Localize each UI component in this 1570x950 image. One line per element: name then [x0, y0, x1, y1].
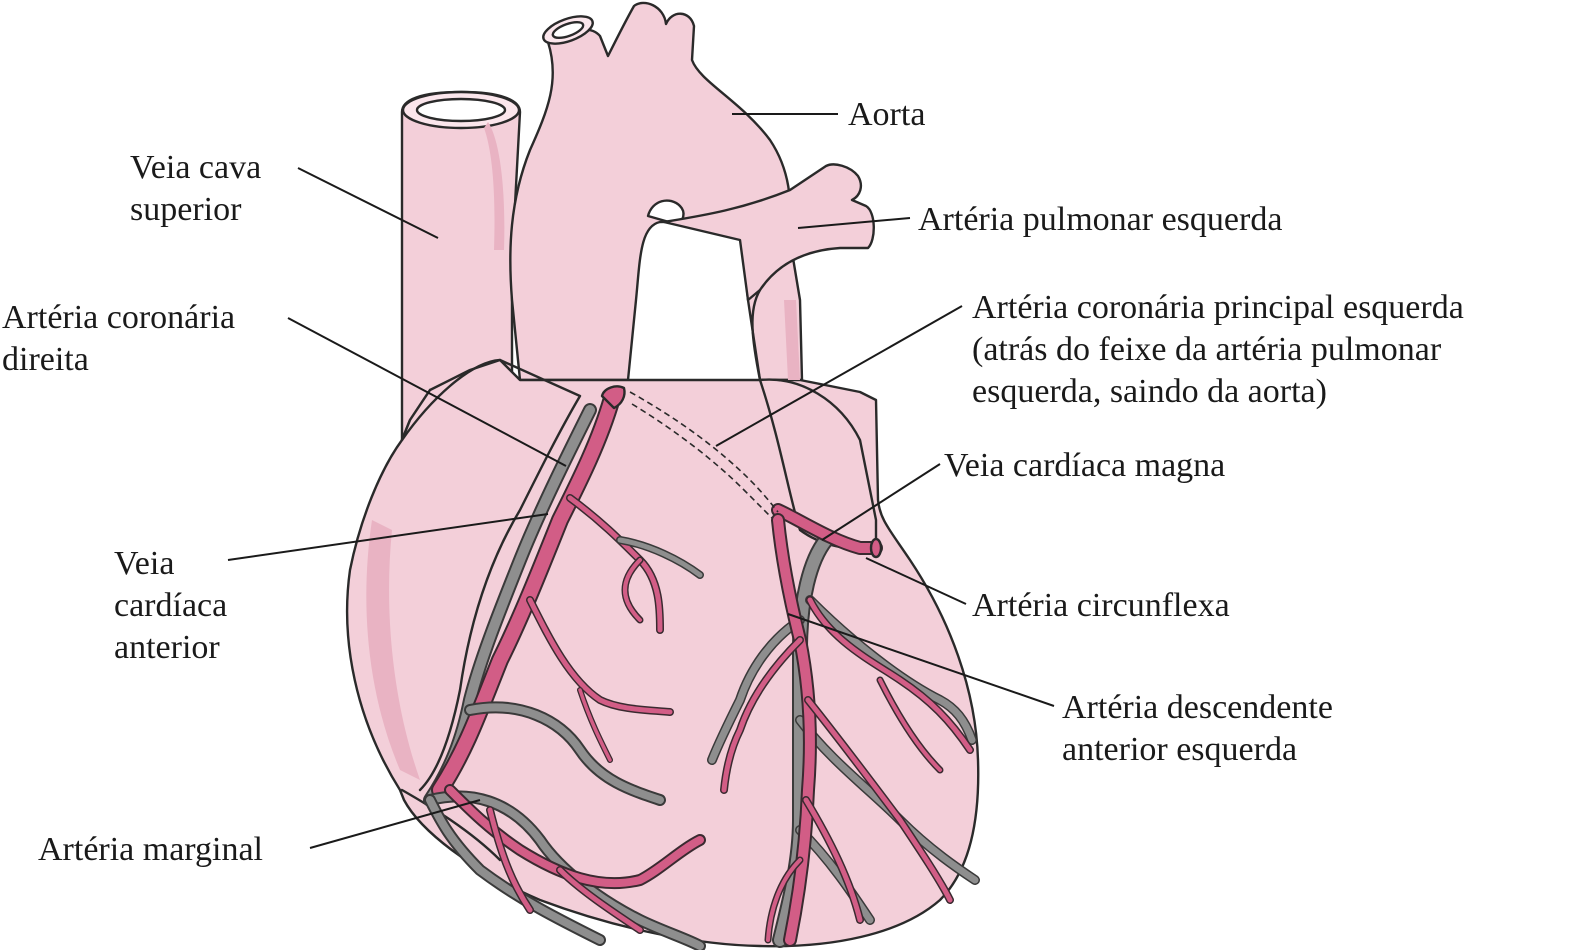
- label-left-pulmonary-artery: Artéria pulmonar esquerda: [918, 201, 1282, 238]
- labels: Aorta Veia cava superior Artéria pulmona…: [2, 96, 1464, 868]
- svc-lumen: [415, 97, 507, 123]
- circumflex-artery-vessel: [771, 503, 974, 774]
- left-main-coronary-dashed: [629, 391, 779, 519]
- lad-vessel: [720, 513, 954, 947]
- label-circumflex-artery: Artéria circunflexa: [972, 587, 1230, 624]
- rca-origin: [600, 385, 626, 410]
- label-acv-line3: anterior: [114, 629, 220, 666]
- leader-svc: [297, 167, 439, 239]
- leader-circumflex: [865, 557, 967, 605]
- label-great-cardiac-vein: Veia cardíaca magna: [944, 447, 1225, 484]
- leader-lad: [787, 613, 1055, 707]
- apex-ridge: [400, 788, 502, 862]
- label-lmca-line2: (atrás do feixe da artéria pulmonar: [972, 331, 1442, 368]
- label-acv-line1: Veia: [114, 545, 174, 582]
- right-atrium: [400, 358, 582, 792]
- label-svc-line2: superior: [130, 191, 242, 228]
- label-rca-line1: Artéria coronária: [2, 299, 235, 336]
- pulmonary-trunk-edge: [751, 288, 762, 382]
- label-svc-line1: Veia cava: [130, 149, 261, 186]
- leader-lmca: [715, 305, 963, 447]
- label-lmca-line1: Artéria coronária principal esquerda: [972, 289, 1464, 326]
- label-marginal-artery: Artéria marginal: [38, 831, 263, 868]
- coronary-vessels: [423, 385, 980, 950]
- aorta-body: [509, 1, 804, 382]
- right-atrium-shade: [366, 520, 420, 780]
- label-acv-line2: cardíaca: [114, 587, 227, 624]
- leader-lines: [227, 113, 1055, 849]
- label-rca-line2: direita: [2, 341, 89, 378]
- label-lmca-line3: esquerda, saindo da aorta): [972, 373, 1327, 410]
- label-lad-line2: anterior esquerda: [1062, 731, 1297, 768]
- marginal-artery-vessel: [444, 784, 706, 934]
- aorta-shade: [784, 300, 800, 380]
- leader-marginal: [309, 799, 481, 849]
- aorta-branch-lumen: [551, 20, 585, 40]
- label-lad-line1: Artéria descendente: [1062, 689, 1333, 726]
- leader-anterior-cardiac-vein: [227, 513, 549, 561]
- heart-anatomy: [345, 1, 980, 948]
- label-aorta: Aorta: [848, 96, 925, 133]
- leader-left-pulmonary: [797, 217, 911, 229]
- leader-great-cardiac-vein: [821, 463, 941, 541]
- left-pulmonary-artery: [662, 163, 875, 302]
- svc-shade: [484, 122, 505, 250]
- right-coronary-artery: [431, 389, 704, 799]
- leader-rca: [287, 317, 567, 467]
